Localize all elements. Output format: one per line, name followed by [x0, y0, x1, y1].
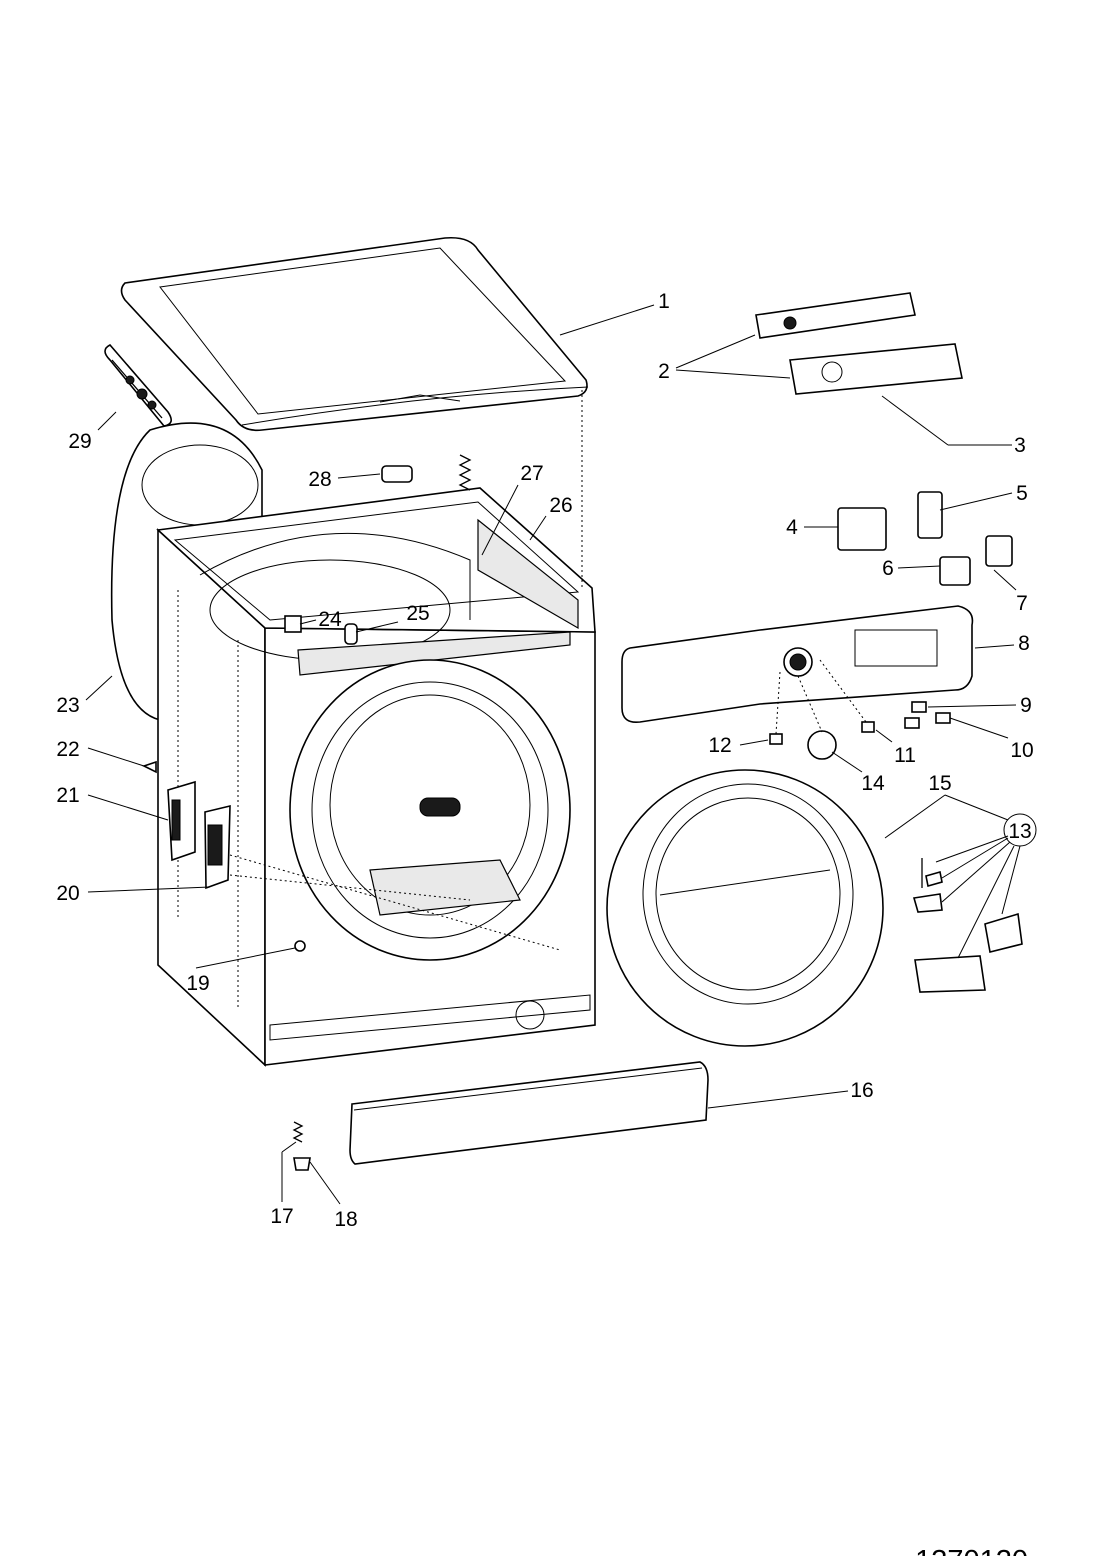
- callout-15: 15: [928, 772, 951, 795]
- part-16-plinth: [349, 1061, 709, 1165]
- drawing-number: 1370120: [915, 1545, 1028, 1556]
- callout-26: 26: [549, 494, 572, 517]
- part-15-door: [606, 769, 884, 1047]
- callout-3: 3: [1014, 434, 1026, 457]
- callout-24: 24: [318, 608, 342, 631]
- part-3-control-holder: [789, 343, 963, 395]
- part-1-top-cover: [120, 236, 589, 432]
- callout-5: 5: [1016, 482, 1028, 505]
- callout-18: 18: [334, 1208, 357, 1231]
- callout-12: 12: [708, 734, 731, 757]
- part-13-kit: [912, 858, 1023, 993]
- callout-23: 23: [56, 694, 79, 717]
- part-11-button: [861, 721, 875, 733]
- part-20-hinge: [204, 804, 231, 890]
- callout-13-circle: [1003, 813, 1037, 847]
- control-dotted-links: [775, 659, 867, 735]
- callout-21: 21: [56, 784, 79, 807]
- spring: [458, 454, 472, 491]
- part-28-clamp: [381, 465, 413, 483]
- part-14-knob: [807, 730, 837, 760]
- callout-17: 17: [270, 1205, 293, 1228]
- part-24-clip: [284, 615, 302, 633]
- part-6-bracket: [939, 556, 971, 586]
- callout-22: 22: [56, 738, 79, 761]
- callout-1: 1: [658, 290, 670, 313]
- callout-14: 14: [861, 772, 885, 795]
- callout-11: 11: [894, 744, 916, 767]
- part-10-button: [904, 712, 951, 729]
- callout-8: 8: [1018, 632, 1030, 655]
- callout-27: 27: [520, 462, 543, 485]
- part-2-control-board: [755, 292, 916, 339]
- cabinet: [156, 487, 596, 1067]
- callout-13: 13: [1008, 820, 1031, 843]
- part-9-button: [911, 701, 927, 713]
- part-5-board: [917, 491, 943, 539]
- callout-10: 10: [1010, 739, 1033, 762]
- callout-29: 29: [68, 430, 91, 453]
- part-17-18-feet: [292, 1121, 311, 1171]
- part-7-bracket: [985, 535, 1013, 567]
- callout-28: 28: [308, 468, 331, 491]
- callout-25: 25: [406, 602, 429, 625]
- callout-7: 7: [1016, 592, 1028, 615]
- callout-16: 16: [850, 1079, 873, 1102]
- callout-20: 20: [56, 882, 79, 905]
- callout-2: 2: [658, 360, 670, 383]
- part-29-hose: [104, 344, 172, 427]
- part-21-hinge-cover: [167, 780, 196, 862]
- callout-6: 6: [882, 557, 894, 580]
- callout-4: 4: [786, 516, 798, 539]
- leader-lines: [85, 304, 1021, 1205]
- part-19-screw: [294, 940, 306, 952]
- part-25-sensor: [344, 623, 358, 645]
- callout-9: 9: [1020, 694, 1032, 717]
- part-8-control-panel: [621, 605, 974, 724]
- part-4-board: [837, 507, 887, 551]
- part-12-button: [769, 733, 783, 745]
- callout-19: 19: [186, 972, 209, 995]
- part-22-screw: [141, 760, 157, 774]
